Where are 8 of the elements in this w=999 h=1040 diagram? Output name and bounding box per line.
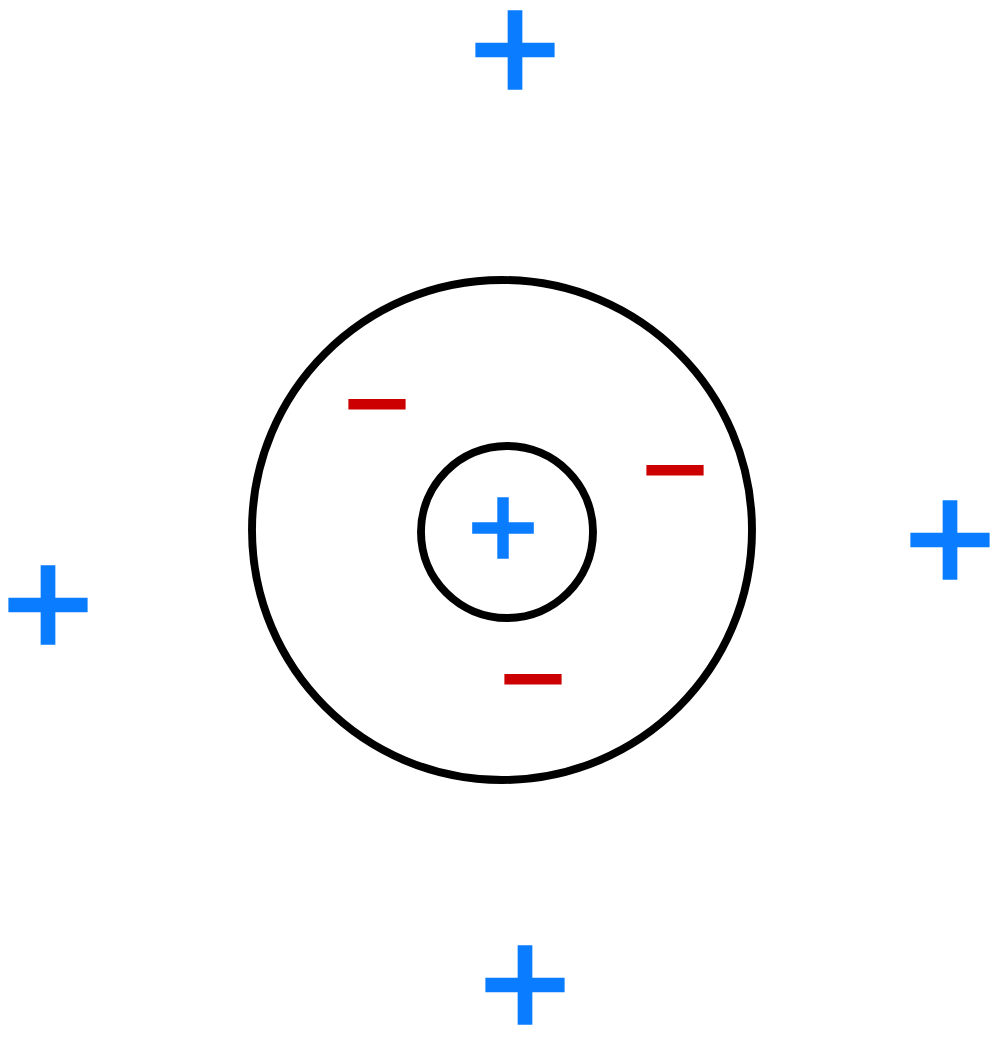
charge-sign: + (910, 500, 990, 580)
charge-sign: + (8, 565, 88, 645)
charge-sign: − (504, 674, 562, 685)
charge-sign: + (485, 945, 565, 1025)
charge-sign: + (475, 10, 555, 90)
charge-sign: − (348, 399, 406, 410)
charge-sign: + (472, 497, 534, 559)
charge-sign: − (646, 465, 704, 476)
